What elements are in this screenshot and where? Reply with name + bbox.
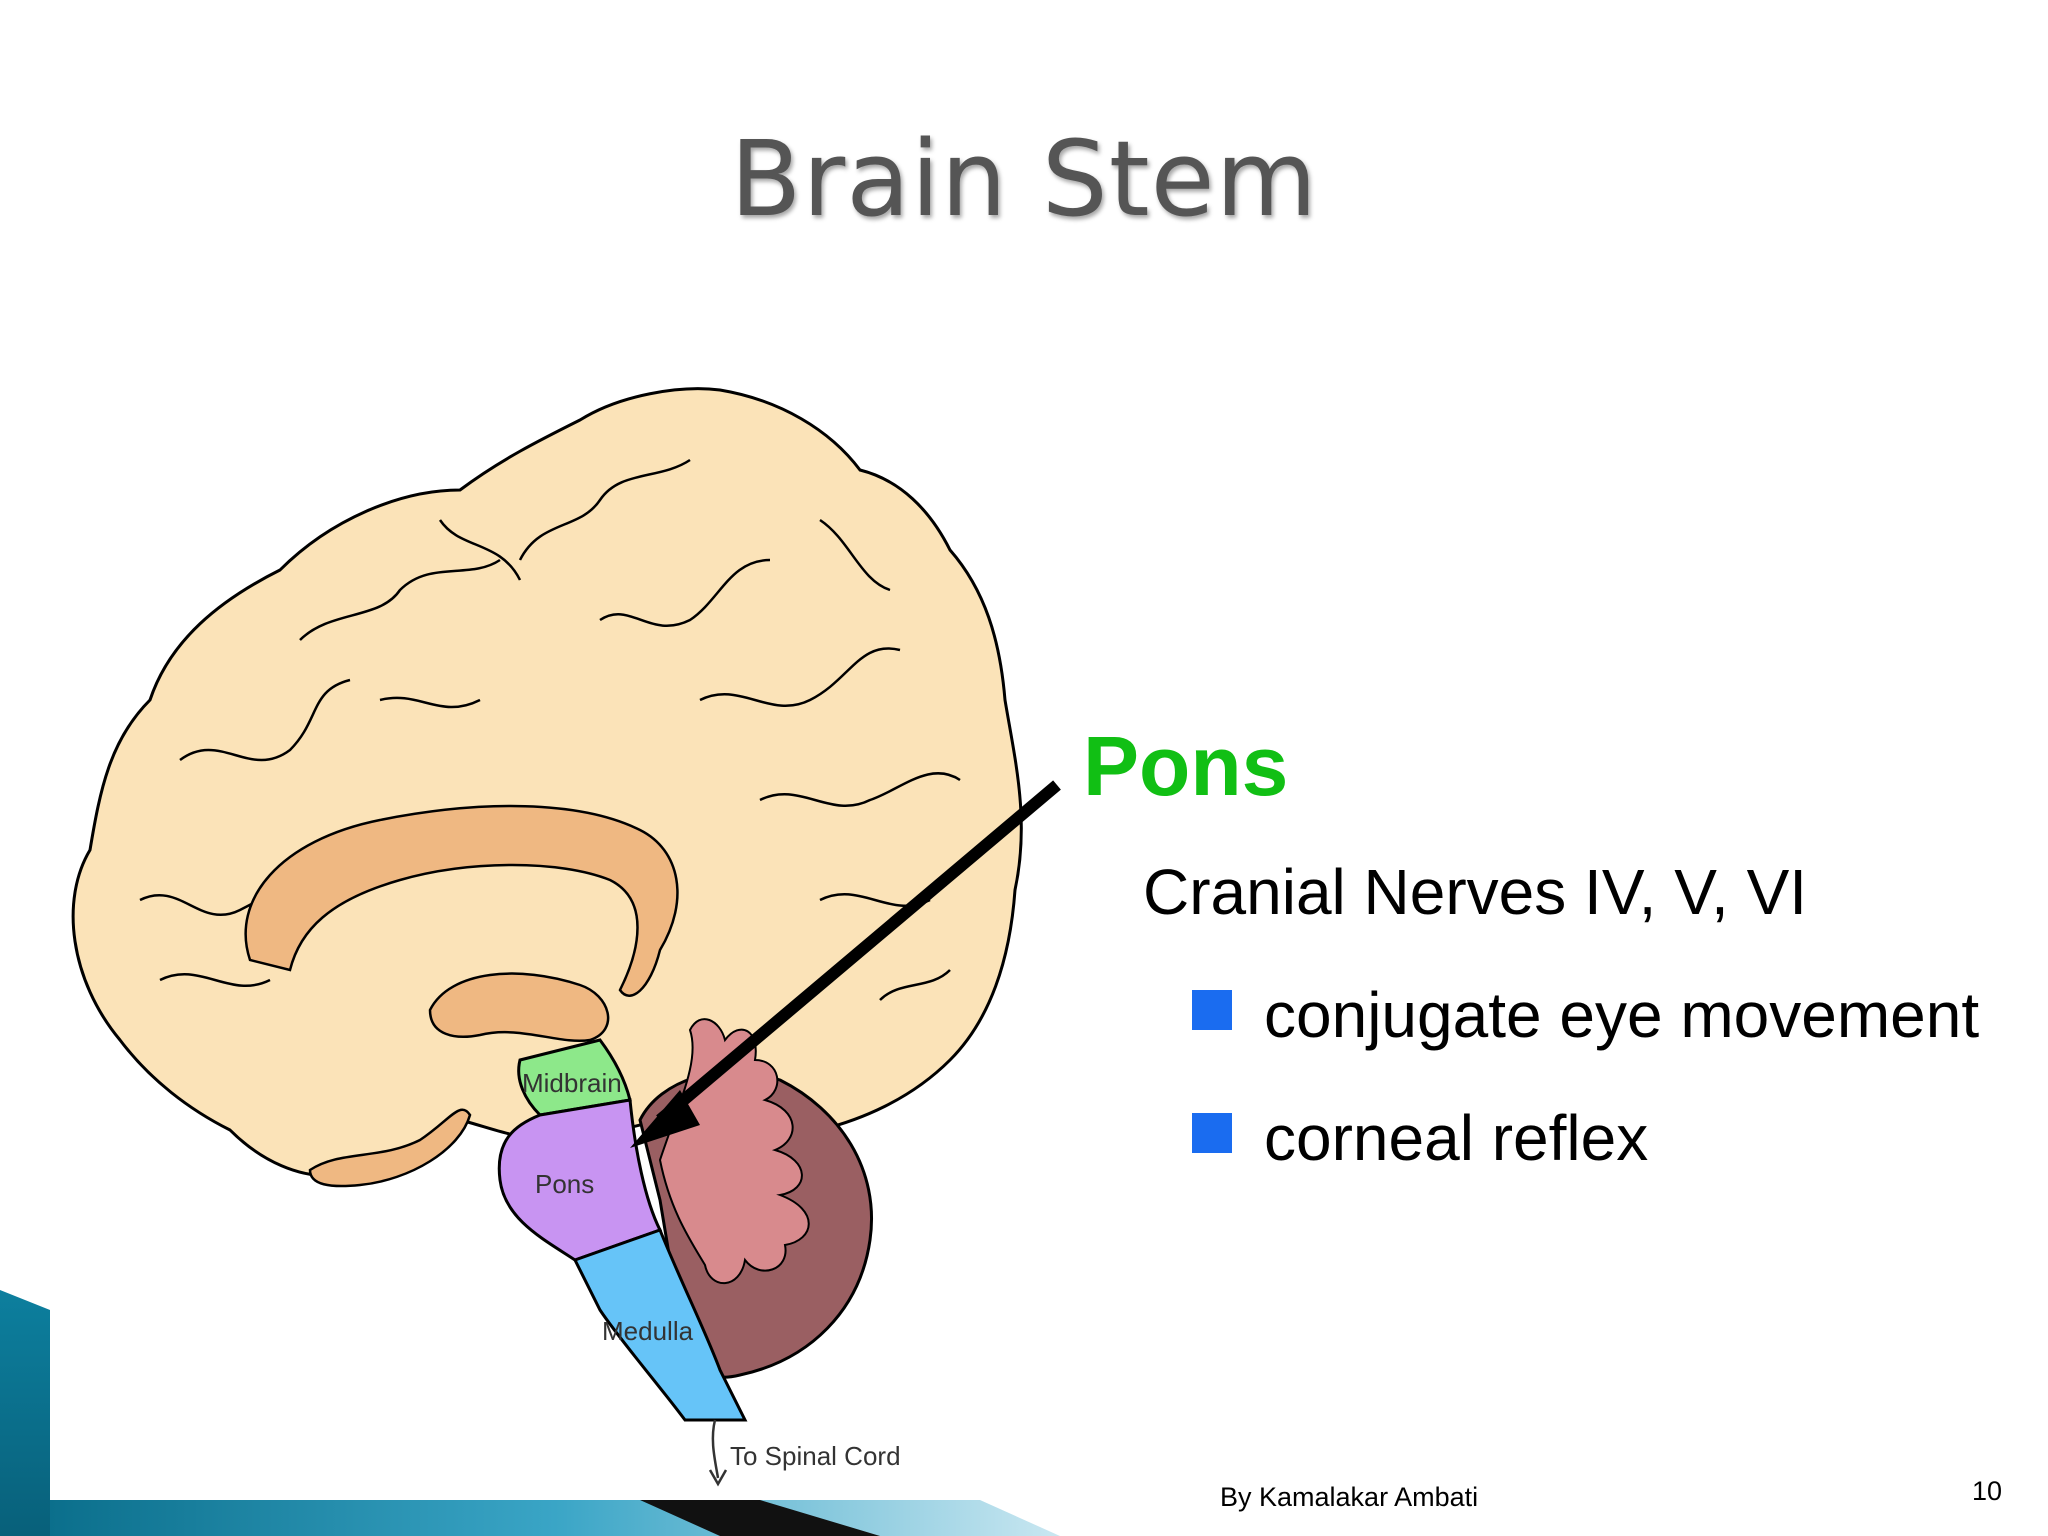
pointer-arrow-shaft — [656, 780, 1061, 1125]
bullet-item-corneal-reflex: corneal reflex — [1192, 1098, 1648, 1178]
corner-left-strip — [0, 1290, 50, 1536]
corner-dark-wedge — [640, 1500, 880, 1536]
footer-author: By Kamalakar Ambati — [1220, 1482, 1479, 1512]
label-midbrain: Midbrain — [522, 1068, 622, 1098]
corpus-callosum — [244, 804, 679, 997]
pons-heading: Pons — [1083, 719, 1289, 813]
bullet-square-icon — [1192, 990, 1232, 1030]
bullet-square-icon — [1192, 1113, 1232, 1153]
cranial-nerves-subheading: Cranial Nerves IV, V, VI — [1143, 856, 1808, 928]
slide-title: Brain Stem — [730, 118, 1318, 240]
spinal-pointer-line — [711, 1419, 720, 1479]
spinal-pointer-arrowhead-icon — [708, 1469, 728, 1487]
label-medulla: Medulla — [602, 1316, 694, 1346]
label-pons: Pons — [535, 1169, 594, 1199]
bullet-text: corneal reflex — [1264, 1102, 1649, 1174]
label-spinal-cord: To Spinal Cord — [730, 1441, 901, 1471]
bullet-item-eye-movement: conjugate eye movement — [1192, 975, 1979, 1055]
pons-region — [497, 1098, 663, 1262]
temporal-curl — [308, 1108, 472, 1188]
pointer-arrow-head-icon — [630, 1090, 700, 1148]
medulla-region — [572, 1228, 748, 1422]
bullet-text: conjugate eye movement — [1264, 979, 1980, 1051]
fornix — [428, 972, 610, 1043]
gyri-lines — [139, 458, 961, 1001]
page-number: 10 — [1972, 1476, 2003, 1506]
